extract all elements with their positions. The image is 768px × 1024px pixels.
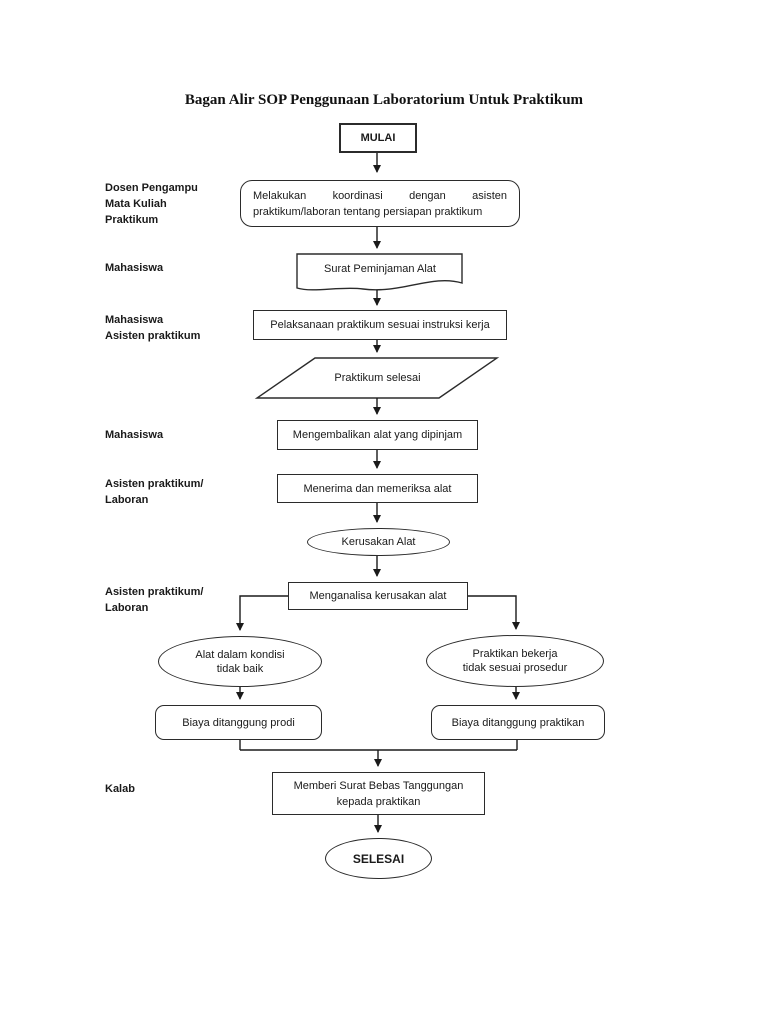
actor-label-asisten-laboran-1: Asisten praktikum/ Laboran [105,478,204,506]
node-biaya-praktikan: Biaya ditanggung praktikan [431,705,605,740]
arrow-group [236,153,520,833]
node-menganalisa-process: Menganalisa kerusakan alat [288,582,468,610]
branch-right-arrow [468,595,520,630]
actor-label-kalab: Kalab [105,783,135,795]
node-end-terminator: SELESAI [325,838,432,879]
node-praktikum-selesai-io: Praktikum selesai [334,372,421,384]
actor-label-dosen-pengampu: Dosen Pengampu Mata Kuliah Praktikum [105,182,198,226]
node-pelaksanaan-process: Pelaksanaan praktikum sesuai instruksi k… [253,310,507,340]
node-alat-tidak-baik-ellipse: Alat dalam kondisi tidak baik [158,636,322,687]
actor-label-mahasiswa-asisten: Mahasiswa Asisten praktikum [105,314,201,342]
node-biaya-prodi: Biaya ditanggung prodi [155,705,322,740]
node-surat-bebas-process: Memberi Surat Bebas Tanggungan kepada pr… [272,772,485,815]
node-mengembalikan-process: Mengembalikan alat yang dipinjam [277,420,478,450]
actor-label-asisten-laboran-2: Asisten praktikum/ Laboran [105,586,204,614]
page-title: Bagan Alir SOP Penggunaan Laboratorium U… [184,92,584,108]
document-shape [296,253,463,291]
node-surat-peminjaman-document: Surat Peminjaman Alat [324,263,436,275]
parallelogram-shape [254,357,500,399]
node-koordinasi-process: Melakukan koordinasi dengan asisten prak… [240,180,520,227]
node-kerusakan-alat-ellipse: Kerusakan Alat [307,528,450,556]
actor-label-mahasiswa-1: Mahasiswa [105,262,164,274]
branch-left-arrow [236,595,288,631]
node-start-terminator: MULAI [339,123,417,153]
node-tidak-sesuai-prosedur-ellipse: Praktikan bekerja tidak sesuai prosedur [426,635,604,687]
actor-label-mahasiswa-2: Mahasiswa [105,429,164,441]
node-menerima-process: Menerima dan memeriksa alat [277,474,478,503]
